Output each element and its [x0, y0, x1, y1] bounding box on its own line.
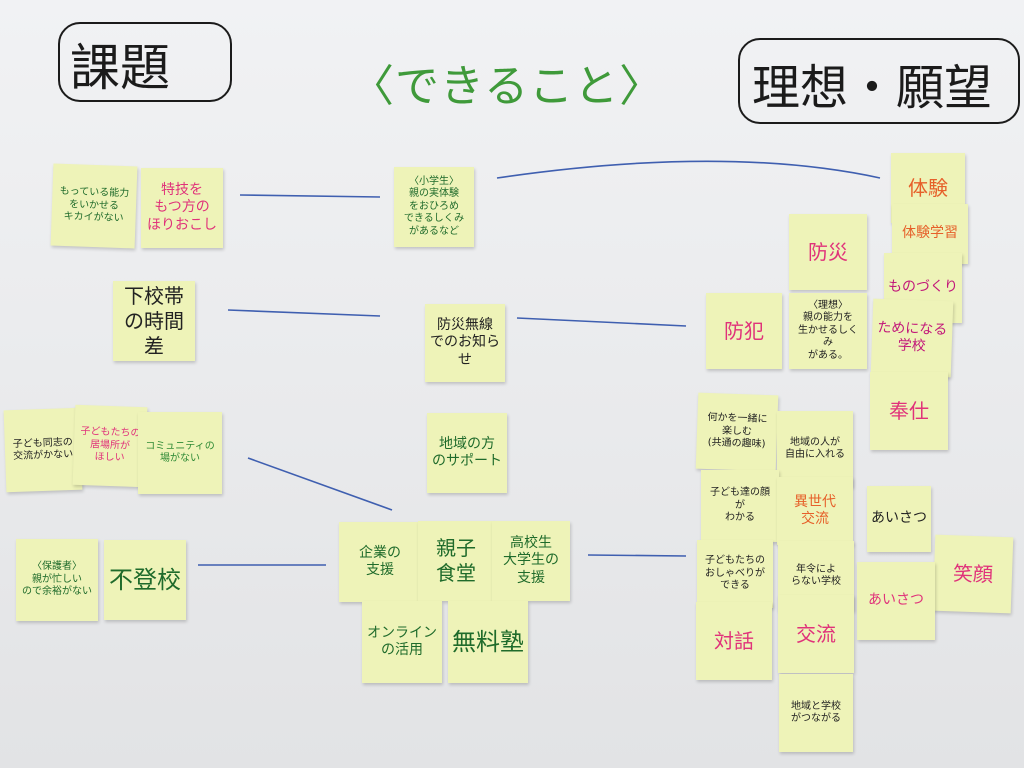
right-header-frame	[738, 38, 1020, 124]
sticky-note: 防災	[789, 214, 867, 290]
sticky-note: 対話	[696, 602, 772, 680]
sticky-note: 異世代 交流	[777, 477, 853, 545]
sticky-note: ためになる 学校	[870, 298, 954, 378]
sticky-note: 不登校	[104, 540, 186, 620]
left-header-title: 課題	[70, 39, 170, 97]
right-header-title: 理想・願望	[752, 60, 993, 116]
left-header-frame	[58, 22, 232, 102]
link-line-2	[496, 160, 881, 179]
link-line-4	[516, 317, 687, 327]
sticky-note: あいさつ	[857, 562, 935, 640]
sticky-note: 〈保護者〉 親が忙しい ので余裕がない	[16, 539, 98, 621]
sticky-note: 下校帯 の時間差	[113, 281, 195, 361]
sticky-note: オンライン の活用	[362, 601, 442, 683]
sticky-note: 高校生 大学生の 支援	[492, 521, 570, 601]
sticky-note: もっている能力 をいかせる キカイがない	[50, 163, 138, 249]
link-line-7	[587, 554, 687, 557]
sticky-note: 何かを一緒に 楽しむ (共通の趣味)	[695, 392, 779, 472]
sticky-note: 地域と学校 がつながる	[779, 674, 853, 752]
sticky-note: 地域の方 のサポート	[427, 413, 507, 493]
sticky-note: 〈小学生〉 親の実体験 をおひろめ できるしくみ があるなど	[394, 167, 474, 247]
sticky-note: 交流	[778, 595, 854, 673]
center-header-title: 〈できること〉	[350, 61, 665, 112]
sticky-note: 子ども同志の 交流がかない	[3, 407, 83, 493]
link-line-5	[247, 457, 393, 511]
link-line-1	[239, 194, 381, 198]
sticky-note: コミュニティの 場がない	[138, 412, 222, 494]
sticky-note: 特技を もつ方の ほりおこし	[141, 168, 223, 248]
sticky-note: 〈理想〉 親の能力を 生かせるしくみ がある。	[789, 293, 867, 369]
sticky-note: 子どもたちの おしゃべりが できる	[697, 540, 773, 608]
sticky-note: あいさつ	[867, 486, 931, 552]
sticky-note: 防犯	[706, 293, 782, 369]
sticky-note: 子ども達の顔 が わかる	[701, 470, 779, 542]
sticky-note: 防災無線 でのお知らせ	[425, 304, 505, 382]
sticky-note: 笑顔	[932, 534, 1014, 614]
sticky-note: 子どもたちの 居場所が ほしい	[72, 404, 148, 488]
sticky-note: 親子 食堂	[418, 521, 494, 601]
link-line-3	[227, 309, 381, 317]
sticky-note: 地域の人が 自由に入れる	[777, 411, 853, 487]
sticky-note: 企業の 支援	[339, 522, 421, 602]
sticky-note: 無料塾	[448, 601, 528, 683]
sticky-note: 奉仕	[870, 372, 948, 450]
